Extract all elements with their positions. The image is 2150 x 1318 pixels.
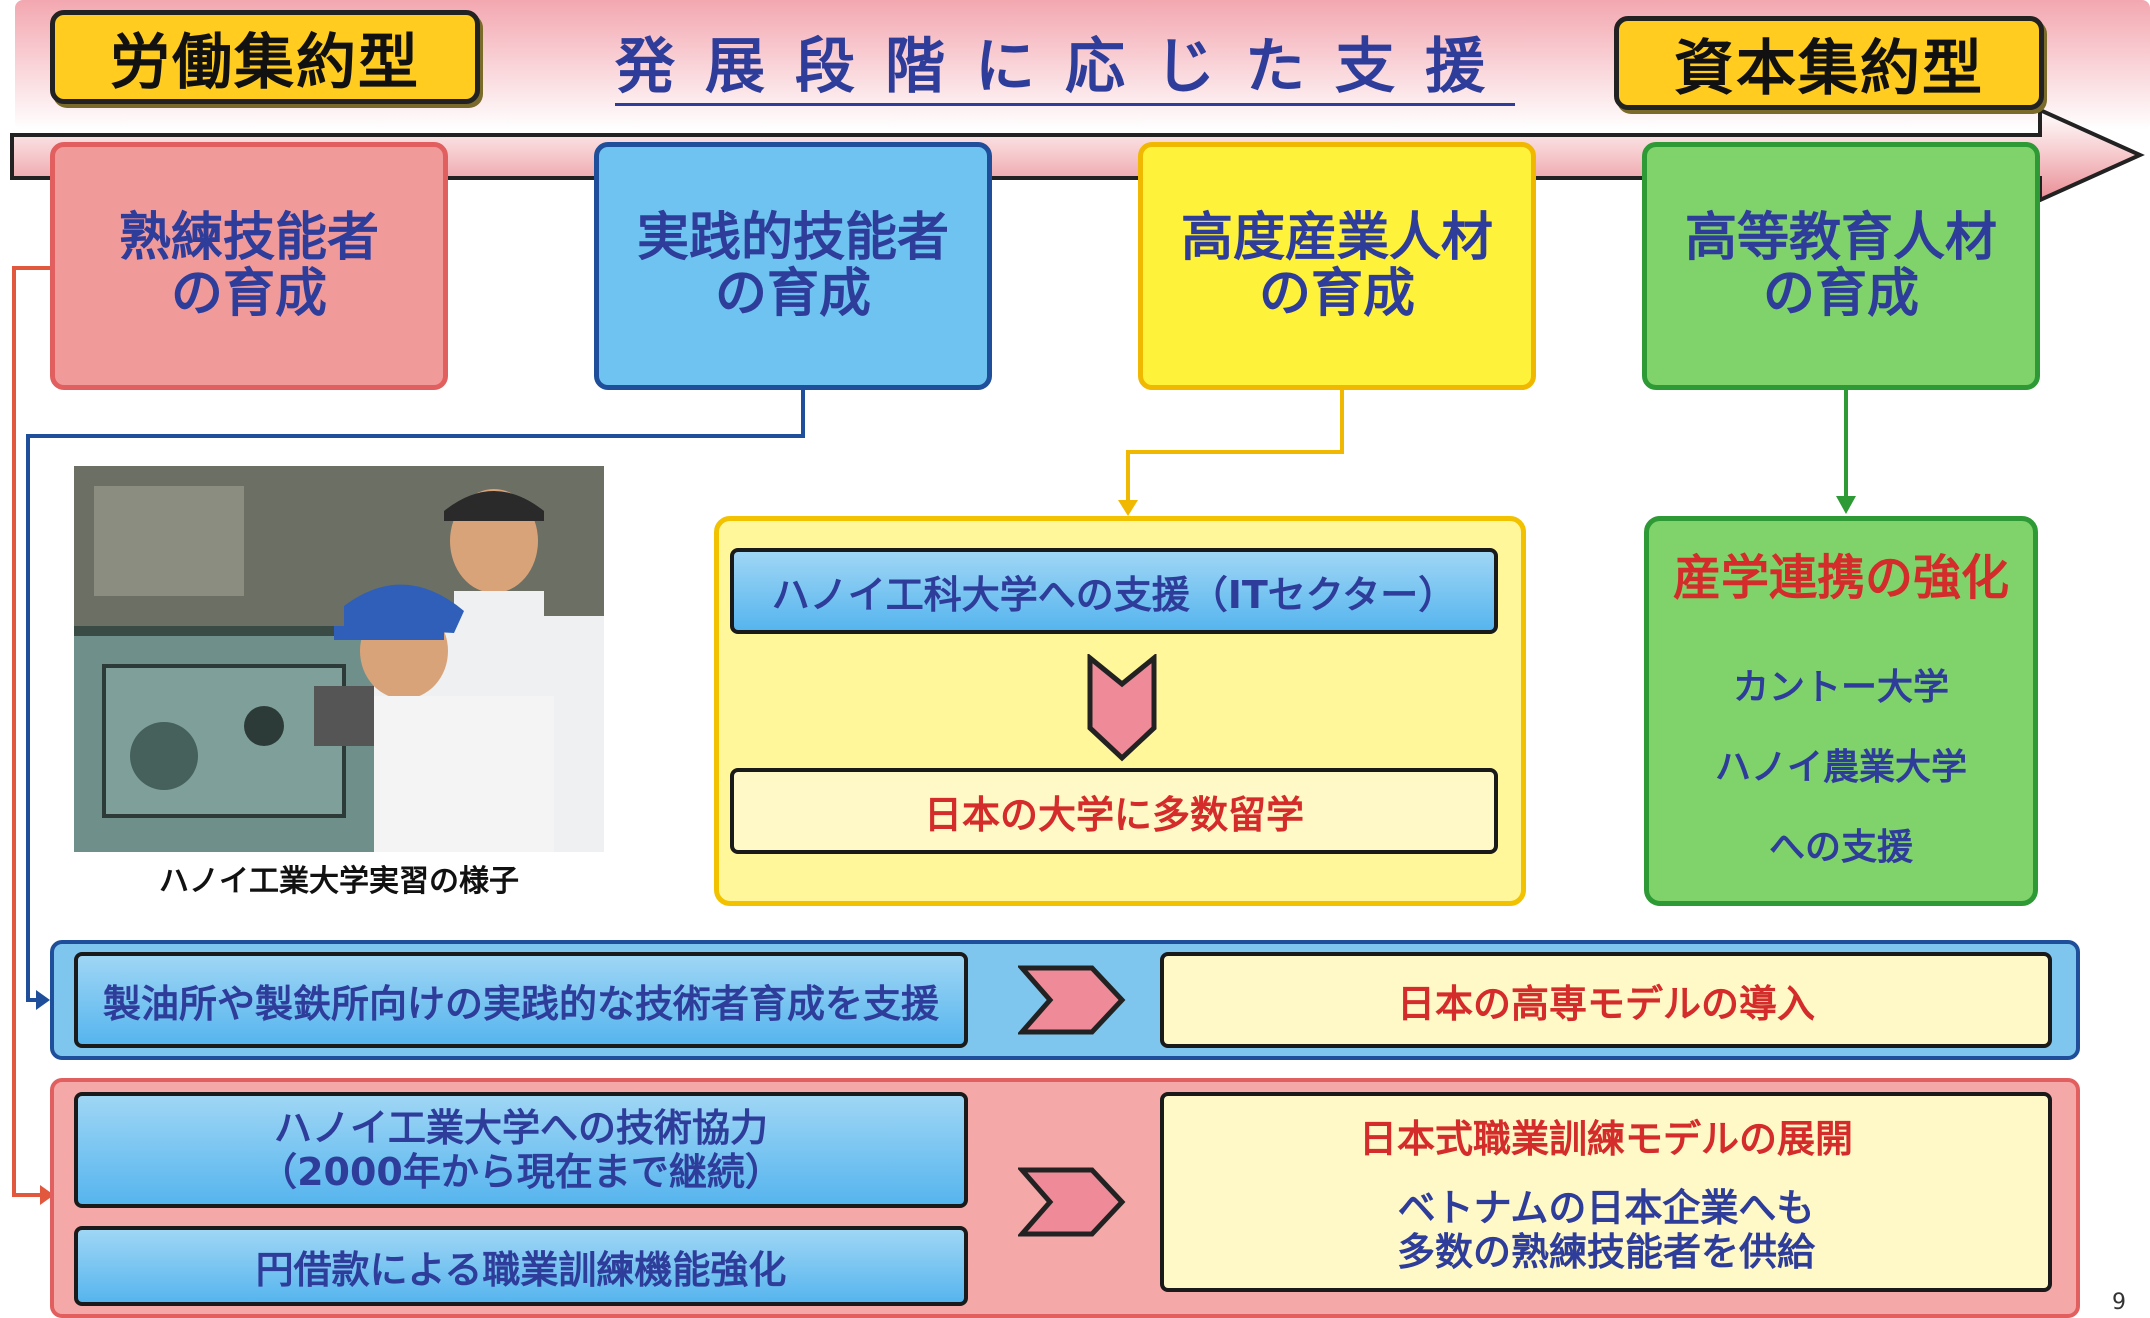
stage-label: 熟練技能者 [118, 208, 379, 268]
yen-loan-text: 円借款による職業訓練機能強化 [255, 1247, 787, 1292]
vocational-model-line: ベトナムの日本企業へも [1397, 1186, 1815, 1230]
vocational-model-line: 多数の熟練技能者を供給 [1396, 1230, 1815, 1274]
label-labor-intensive: 労働集約型 [50, 10, 480, 104]
study-abroad-text: 日本の大学に多数留学 [923, 792, 1304, 837]
stage-advanced-industrial: 高度産業人材 の育成 [1138, 142, 1536, 390]
connector-stage1 [12, 266, 52, 1197]
kosen-model-box: 日本の高専モデルの導入 [1160, 952, 2052, 1048]
study-abroad-box: 日本の大学に多数留学 [730, 768, 1498, 854]
stage-label: の育成 [714, 264, 871, 324]
industry-academia-panel: 産学連携の強化 カントー大学 ハノイ農業大学 への支援 [1644, 516, 2038, 906]
japanese-vocational-model-box: 日本式職業訓練モデルの展開 ベトナムの日本企業へも 多数の熟練技能者を供給 [1160, 1092, 2052, 1292]
right-chevron-icon [1018, 1167, 1126, 1237]
green-list-item: ハノイ農業大学 [1714, 747, 1967, 788]
photo-caption-wrap: ハノイ工業大学実習の様子 [74, 856, 604, 900]
photo-caption: ハノイ工業大学実習の様子 [159, 864, 519, 899]
stage-label: 実践的技能者 [636, 208, 949, 268]
green-list-item: カントー大学 [1732, 667, 1949, 708]
right-chevron-icon [1018, 965, 1126, 1035]
industry-academia-title: 産学連携の強化 [1672, 550, 2009, 606]
green-list-item: への支援 [1768, 827, 1913, 868]
hanoi-tech-support-text: ハノイ工科大学への支援（ITセクター） [771, 572, 1457, 617]
hanoi-industrial-coop-period: （2000年から現在まで継続） [259, 1150, 783, 1194]
page-number: 9 [2112, 1290, 2126, 1315]
connector-stage3 [1126, 390, 1344, 504]
stage-label: の育成 [1258, 264, 1415, 324]
stage-label: 高度産業人材 [1180, 208, 1493, 268]
stage-higher-education: 高等教育人材 の育成 [1642, 142, 2040, 390]
workshop-photo [74, 466, 604, 852]
label-labor-intensive-text: 労働集約型 [110, 27, 420, 98]
yen-loan-box: 円借款による職業訓練機能強化 [74, 1226, 968, 1306]
stage-practical-workers: 実践的技能者 の育成 [594, 142, 992, 390]
label-capital-intensive: 資本集約型 [1614, 16, 2044, 110]
down-chevron-icon [1087, 654, 1157, 762]
hanoi-industrial-coop-box: ハノイ工業大学への技術協力 （2000年から現在まで継続） [74, 1092, 968, 1208]
refinery-engineer-box: 製油所や製鉄所向けの実践的な技術者育成を支援 [74, 952, 968, 1048]
stage-label: の育成 [170, 264, 327, 324]
refinery-engineer-text: 製油所や製鉄所向けの実践的な技術者育成を支援 [102, 981, 939, 1026]
hanoi-tech-support-box: ハノイ工科大学への支援（ITセクター） [730, 548, 1498, 634]
stage-label: の育成 [1762, 264, 1919, 324]
hanoi-industrial-coop-text: ハノイ工業大学への技術協力 [273, 1106, 768, 1150]
vocational-model-title: 日本式職業訓練モデルの展開 [1358, 1116, 1853, 1161]
kosen-model-text: 日本の高専モデルの導入 [1396, 981, 1815, 1026]
connector-stage2 [26, 390, 805, 1002]
label-capital-intensive-text: 資本集約型 [1674, 33, 1984, 104]
stage-skilled-workers: 熟練技能者 の育成 [50, 142, 448, 390]
stage-label: 高等教育人材 [1684, 208, 1997, 268]
page-title-wrap: 発展段階に応じた支援 [560, 28, 1570, 108]
page-title: 発展段階に応じた支援 [615, 31, 1515, 106]
